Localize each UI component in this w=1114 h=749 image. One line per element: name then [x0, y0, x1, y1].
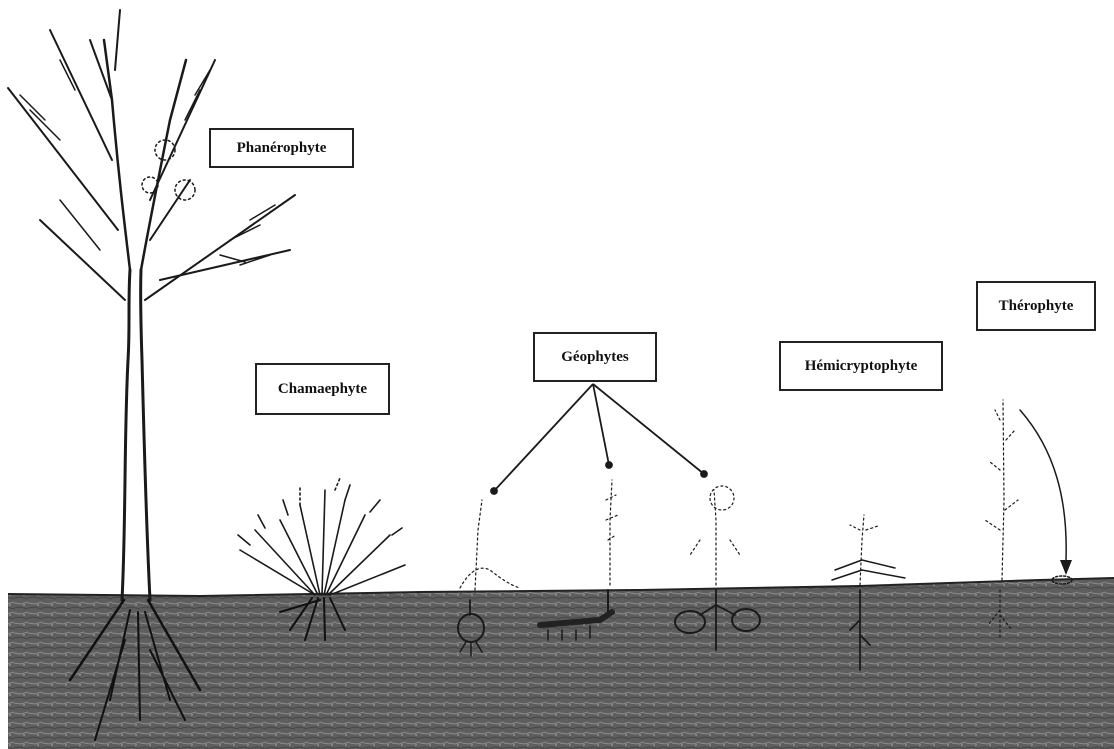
- label-chamaephyte: Chamaephyte: [255, 363, 390, 415]
- label-therophyte: Thérophyte: [976, 281, 1096, 331]
- soil-layer: [8, 578, 1114, 749]
- label-hemicryptophyte: Hémicryptophyte: [779, 341, 943, 391]
- label-geophytes: Géophytes: [533, 332, 657, 382]
- label-phanerophyte: Phanérophyte: [209, 128, 354, 168]
- geophytes-connector-lines: [491, 384, 707, 494]
